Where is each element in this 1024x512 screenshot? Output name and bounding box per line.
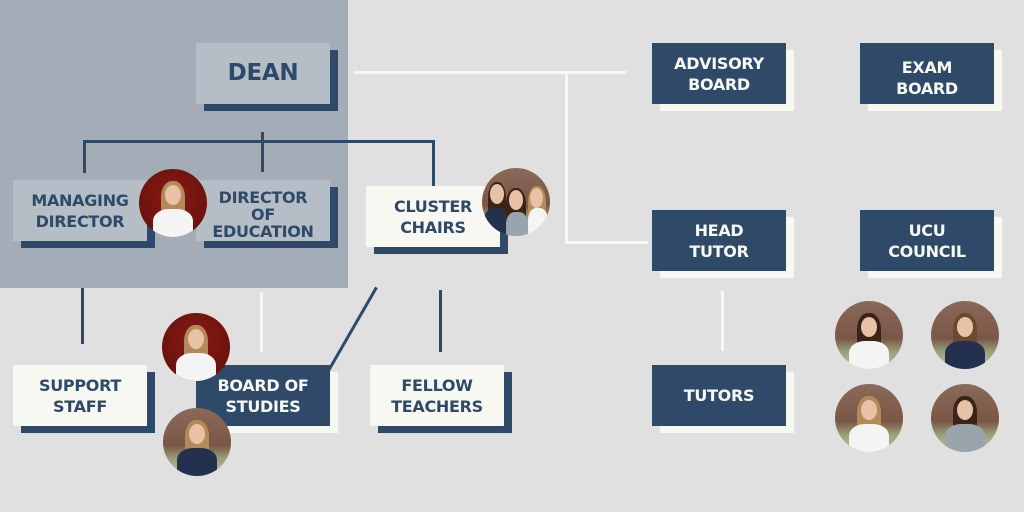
label-line: TUTOR [689,241,749,261]
label-line: CHAIRS [400,217,466,237]
node-tutors[interactable]: TUTORS [652,365,794,433]
label-line: MANAGING [31,190,129,210]
label-line: EDUCATION [212,222,314,241]
label-line: SUPPORT [39,375,121,395]
label-line: FELLOW [401,375,473,395]
ucu-council-photo-3 [835,384,903,452]
connector-cluster-fellow [439,290,442,352]
label-line: ADVISORY [674,53,764,73]
label-line: BOARD OF [217,375,309,395]
label-line: OF [251,205,275,224]
ucu-council-photo-2 [931,301,999,369]
connector-dean-advisory [354,71,626,74]
connector-headtutor-tutors [721,291,724,351]
cluster-chairs-photo [482,168,550,236]
label-line: DIRECTOR [35,211,125,231]
connector-cluster [432,140,435,204]
board-of-studies-photo-2 [163,408,231,476]
connector-dean-down [261,132,264,172]
label-line: HEAD [694,220,744,240]
connector-horizontal-top [83,140,435,143]
connector-education-board [260,292,263,352]
connector-cluster-board-diagonal [327,286,378,372]
tutors-label: TUTORS [683,386,755,405]
label-line: COUNCIL [888,241,966,261]
node-label: DEAN [196,43,330,104]
connector-managing [83,140,86,173]
node-label: TUTORS [652,365,786,426]
label-line: BOARD [688,74,750,94]
label-line: DIRECTOR [218,188,308,207]
label-line: UCU [908,220,946,240]
node-dean[interactable]: DEAN [196,43,338,111]
managing-director-photo [139,169,207,237]
dean-label: DEAN [227,60,299,86]
ucu-council-photo-4 [931,384,999,452]
label-line: TEACHERS [391,396,483,416]
connector-managing-support [81,288,84,344]
label-line: EXAM [901,57,953,77]
ucu-council-photo-1 [835,301,903,369]
label-line: STAFF [53,396,107,416]
connector-head-tutor [565,241,648,244]
label-line: CLUSTER [394,196,472,216]
label-line: STUDIES [225,396,301,416]
label-line: BOARD [896,78,958,98]
connector-vertical-right [565,71,568,244]
board-of-studies-photo-1 [162,313,230,381]
